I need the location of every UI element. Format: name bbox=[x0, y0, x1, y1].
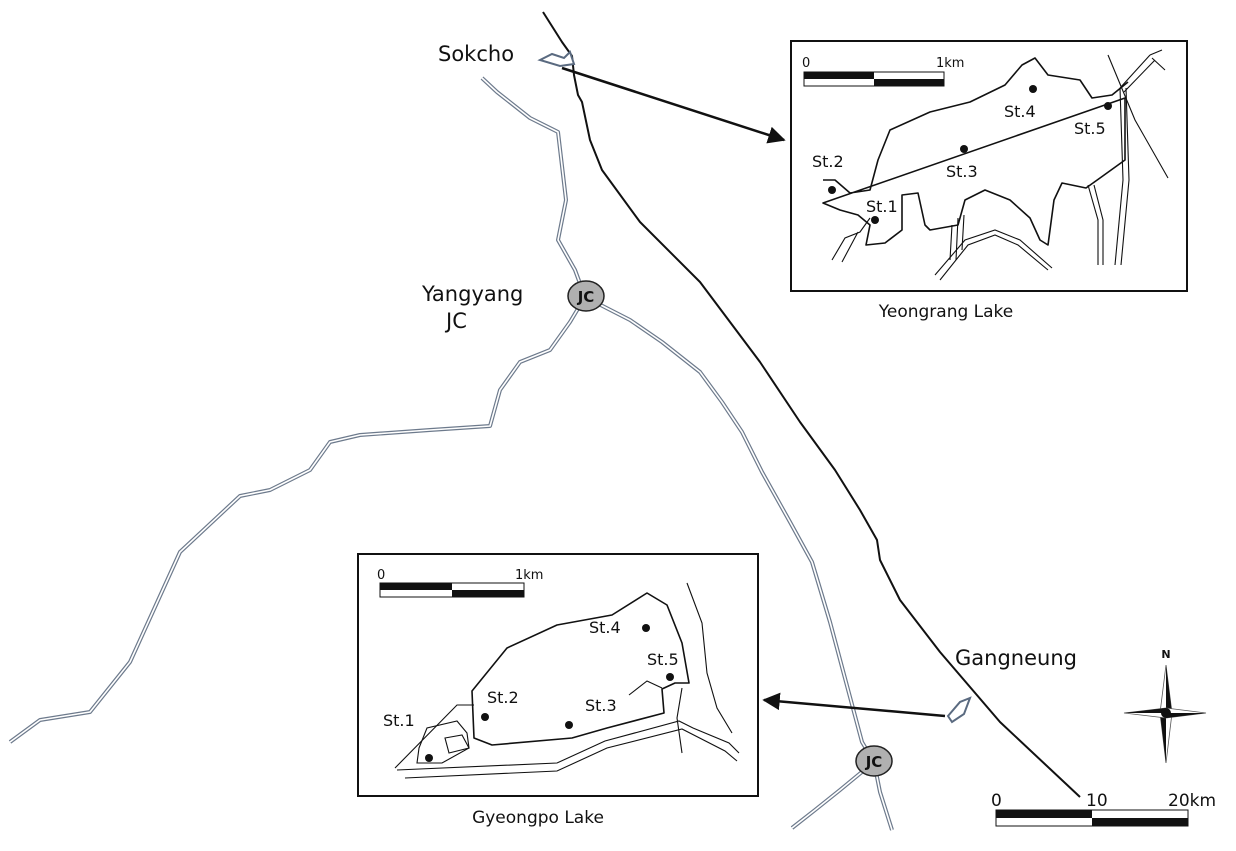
svg-text:1km: 1km bbox=[515, 568, 543, 583]
gyeongpo-lake-outline bbox=[471, 592, 690, 746]
inset-scale-bar: 0 1km bbox=[377, 568, 543, 598]
svg-text:0: 0 bbox=[991, 791, 1002, 811]
svg-text:1km: 1km bbox=[936, 56, 964, 71]
city-label-sokcho: Sokcho bbox=[438, 42, 514, 66]
city-label-gangneung: Gangneung bbox=[955, 646, 1077, 670]
north-arrow-icon: N bbox=[1123, 648, 1207, 764]
inset-title-gyeongpo: Gyeongpo Lake bbox=[472, 808, 604, 828]
svg-text:20km: 20km bbox=[1168, 791, 1216, 811]
gyeongpo-roads bbox=[394, 582, 740, 779]
yeongrang-roads bbox=[831, 49, 1169, 281]
svg-text:St.4: St.4 bbox=[1004, 102, 1036, 121]
arrow-to-gyeongpo-inset bbox=[762, 692, 946, 718]
svg-text:St.3: St.3 bbox=[946, 162, 978, 181]
svg-text:St.5: St.5 bbox=[1074, 119, 1106, 138]
city-label-yangyang-jc: JC bbox=[444, 309, 467, 333]
svg-text:JC: JC bbox=[577, 288, 595, 306]
svg-text:St.2: St.2 bbox=[487, 688, 519, 707]
gyeongpo-lake-marker bbox=[946, 696, 972, 724]
svg-text:0: 0 bbox=[802, 56, 810, 71]
svg-text:N: N bbox=[1161, 648, 1170, 661]
main-scale-bar: 0 10 20km bbox=[991, 791, 1216, 827]
svg-text:St.3: St.3 bbox=[585, 696, 617, 715]
svg-text:St.5: St.5 bbox=[647, 650, 679, 669]
svg-text:10: 10 bbox=[1086, 791, 1108, 811]
svg-text:St.1: St.1 bbox=[866, 197, 898, 216]
city-label-yangyang: Yangyang bbox=[421, 282, 523, 306]
svg-text:St.1: St.1 bbox=[383, 711, 415, 730]
coastline bbox=[542, 11, 1081, 798]
inset-yeongrang-lake: 0 1km St.1 St.2 St.3 St.4 St.5 bbox=[790, 40, 1188, 292]
svg-text:St.2: St.2 bbox=[812, 152, 844, 171]
svg-text:0: 0 bbox=[377, 568, 385, 583]
yeongrang-stations: St.1 St.2 St.3 St.4 St.5 bbox=[812, 85, 1112, 224]
inset-gyeongpo-lake: 0 1km St.1 St.2 St.3 St.4 St.5 bbox=[357, 553, 759, 797]
svg-text:JC: JC bbox=[865, 753, 883, 771]
arrow-to-yeongrang-inset bbox=[561, 66, 786, 144]
svg-text:St.4: St.4 bbox=[589, 618, 621, 637]
yangyang-jc-badge: JC bbox=[567, 280, 605, 312]
inset-title-yeongrang: Yeongrang Lake bbox=[878, 302, 1014, 322]
gangneung-jc-badge: JC bbox=[855, 745, 893, 777]
yeongrang-lake-marker bbox=[537, 50, 576, 68]
inset-scale-bar: 0 1km bbox=[802, 56, 964, 87]
gyeongpo-stations: St.1 St.2 St.3 St.4 St.5 bbox=[383, 618, 679, 762]
